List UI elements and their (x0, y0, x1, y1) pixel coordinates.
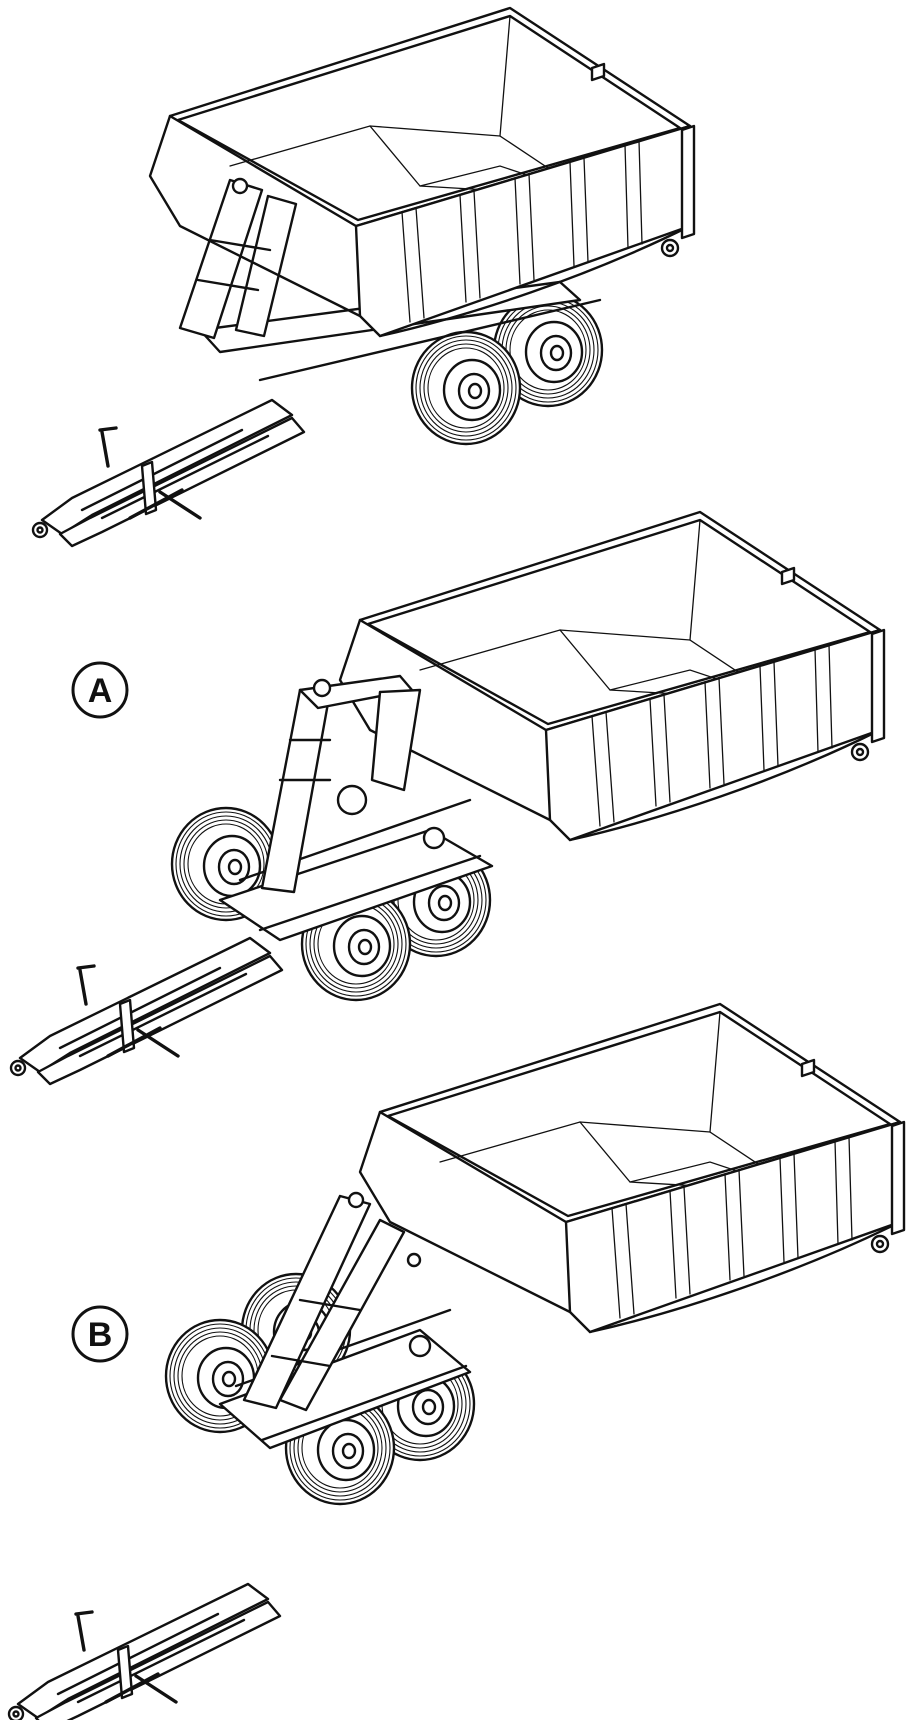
stage-label-b-circle (71, 1305, 129, 1363)
stage-label-a-circle (71, 661, 129, 719)
lift-arm (178, 178, 264, 340)
rear-wheel-near (410, 330, 522, 446)
drawbar (7, 1582, 282, 1720)
stage-label-b: B (88, 1316, 113, 1354)
stage-a-lifting: A (9, 510, 886, 1086)
dump-bin (338, 510, 886, 842)
drawbar (31, 398, 306, 548)
drawbar (9, 936, 284, 1086)
stage-top-loaded (31, 6, 696, 548)
chassis-frame (218, 1328, 472, 1450)
chassis-frame (218, 828, 494, 942)
stage-label-a: A (88, 672, 113, 710)
lift-arm (260, 688, 332, 894)
dump-bin (358, 1002, 906, 1334)
stage-b-raised: B (7, 1002, 906, 1720)
